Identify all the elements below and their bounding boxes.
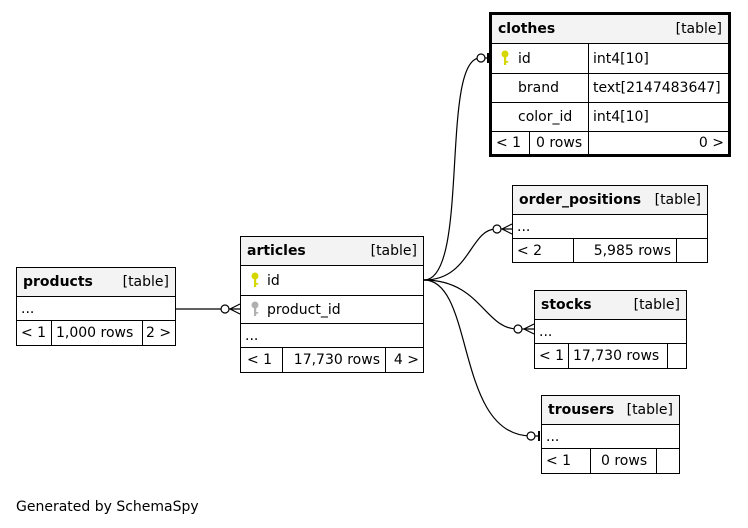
table-footer: < 1 0 rows [542, 449, 679, 473]
collapsed-columns: ... [513, 215, 707, 239]
column-row[interactable]: product_id [241, 296, 423, 324]
table-kind: [table] [122, 274, 169, 290]
link-articles-crowfoot [229, 303, 241, 315]
column-name: id [518, 50, 531, 67]
ellipsis: ... [546, 428, 560, 445]
column-name: brand [518, 80, 559, 96]
column-row[interactable]: id [241, 266, 423, 296]
link-trousers-zero-marker [526, 431, 536, 441]
table-name[interactable]: stocks [541, 297, 592, 313]
table-name[interactable]: articles [247, 243, 306, 259]
table-clothes[interactable]: clothes [table] id int4[10] brand text[2… [489, 12, 731, 157]
children-count[interactable]: 0 > [588, 132, 728, 154]
row-count: 0 rows [529, 132, 588, 154]
table-footer: < 2 5,985 rows [513, 239, 707, 262]
table-header: order_positions [table] [513, 186, 707, 215]
children-count [667, 344, 686, 368]
primary-key-icon [250, 272, 261, 293]
table-name[interactable]: trousers [548, 402, 615, 418]
row-count: 1,000 rows [51, 321, 142, 345]
parents-count[interactable]: < 2 [517, 242, 543, 259]
table-footer: < 1 1,000 rows 2 > [17, 321, 175, 345]
column-name: id [267, 272, 280, 289]
table-header: articles [table] [241, 237, 423, 266]
collapsed-columns: ... [542, 425, 679, 449]
table-footer: < 1 17,730 rows 4 > [241, 348, 423, 372]
table-name[interactable]: products [23, 274, 93, 290]
link-articles-clothes [423, 57, 487, 281]
parents-count[interactable]: < 1 [21, 325, 47, 341]
ellipsis: ... [539, 323, 553, 340]
ellipsis: ... [21, 300, 35, 317]
children-count[interactable]: 2 > [142, 321, 175, 345]
link-stocks-zero-marker [513, 324, 523, 334]
primary-key-icon [500, 50, 511, 71]
row-count: 5,985 rows [573, 239, 676, 262]
row-count: 17,730 rows [282, 348, 385, 372]
column-name: product_id [267, 301, 341, 318]
column-row[interactable]: color_id int4[10] [492, 103, 728, 132]
row-count: 0 rows [590, 449, 656, 473]
table-kind: [table] [675, 21, 722, 37]
column-type: int4[10] [588, 44, 728, 73]
link-articles-stocks [423, 279, 534, 330]
table-header: clothes [table] [492, 15, 728, 44]
link-articles-trousers [423, 279, 540, 437]
column-type: text[2147483647] [588, 74, 728, 102]
children-count [656, 449, 679, 473]
parents-count[interactable]: < 1 [546, 453, 572, 469]
foreign-key-icon [250, 301, 261, 322]
table-kind: [table] [370, 243, 417, 259]
parents-count[interactable]: < 1 [539, 348, 565, 364]
generator-credit: Generated by SchemaSpy [16, 499, 199, 515]
table-name[interactable]: order_positions [519, 192, 642, 208]
children-count[interactable]: 4 > [385, 348, 423, 372]
table-header: stocks [table] [535, 291, 686, 320]
collapsed-columns: ... [535, 320, 686, 344]
table-kind: [table] [633, 297, 680, 313]
parents-count[interactable]: < 1 [496, 135, 522, 151]
table-name[interactable]: clothes [498, 21, 556, 37]
table-header: trousers [table] [542, 396, 679, 425]
table-stocks[interactable]: stocks [table] ... < 1 17,730 rows [534, 290, 687, 369]
row-count: 17,730 rows [568, 344, 667, 368]
collapsed-columns: ... [241, 324, 423, 348]
column-name: color_id [518, 109, 573, 125]
collapsed-columns: ... [17, 297, 175, 321]
column-row[interactable]: id int4[10] [492, 44, 728, 74]
table-kind: [table] [626, 402, 673, 418]
table-products[interactable]: products [table] ... < 1 1,000 rows 2 > [16, 267, 176, 346]
link-stocks-crowfoot [523, 323, 535, 335]
column-type: int4[10] [588, 103, 728, 131]
table-header: products [table] [17, 268, 175, 297]
link-order-positions-zero-marker [492, 224, 502, 234]
table-trousers[interactable]: trousers [table] ... < 1 0 rows [541, 395, 680, 474]
children-count [676, 239, 707, 262]
link-order-positions-crowfoot [501, 223, 513, 235]
link-articles-zero-marker [220, 304, 230, 314]
table-order-positions[interactable]: order_positions [table] ... < 2 5,985 ro… [512, 185, 708, 263]
table-articles[interactable]: articles [table] id product_id ... < 1 1… [240, 236, 424, 373]
column-row[interactable]: brand text[2147483647] [492, 74, 728, 103]
link-clothes-zero-marker [476, 53, 486, 63]
table-footer: < 1 17,730 rows [535, 344, 686, 368]
parents-count[interactable]: < 1 [247, 352, 273, 368]
ellipsis: ... [517, 218, 531, 235]
ellipsis: ... [245, 327, 259, 344]
table-kind: [table] [654, 192, 701, 208]
table-footer: < 1 0 rows 0 > [492, 132, 728, 154]
